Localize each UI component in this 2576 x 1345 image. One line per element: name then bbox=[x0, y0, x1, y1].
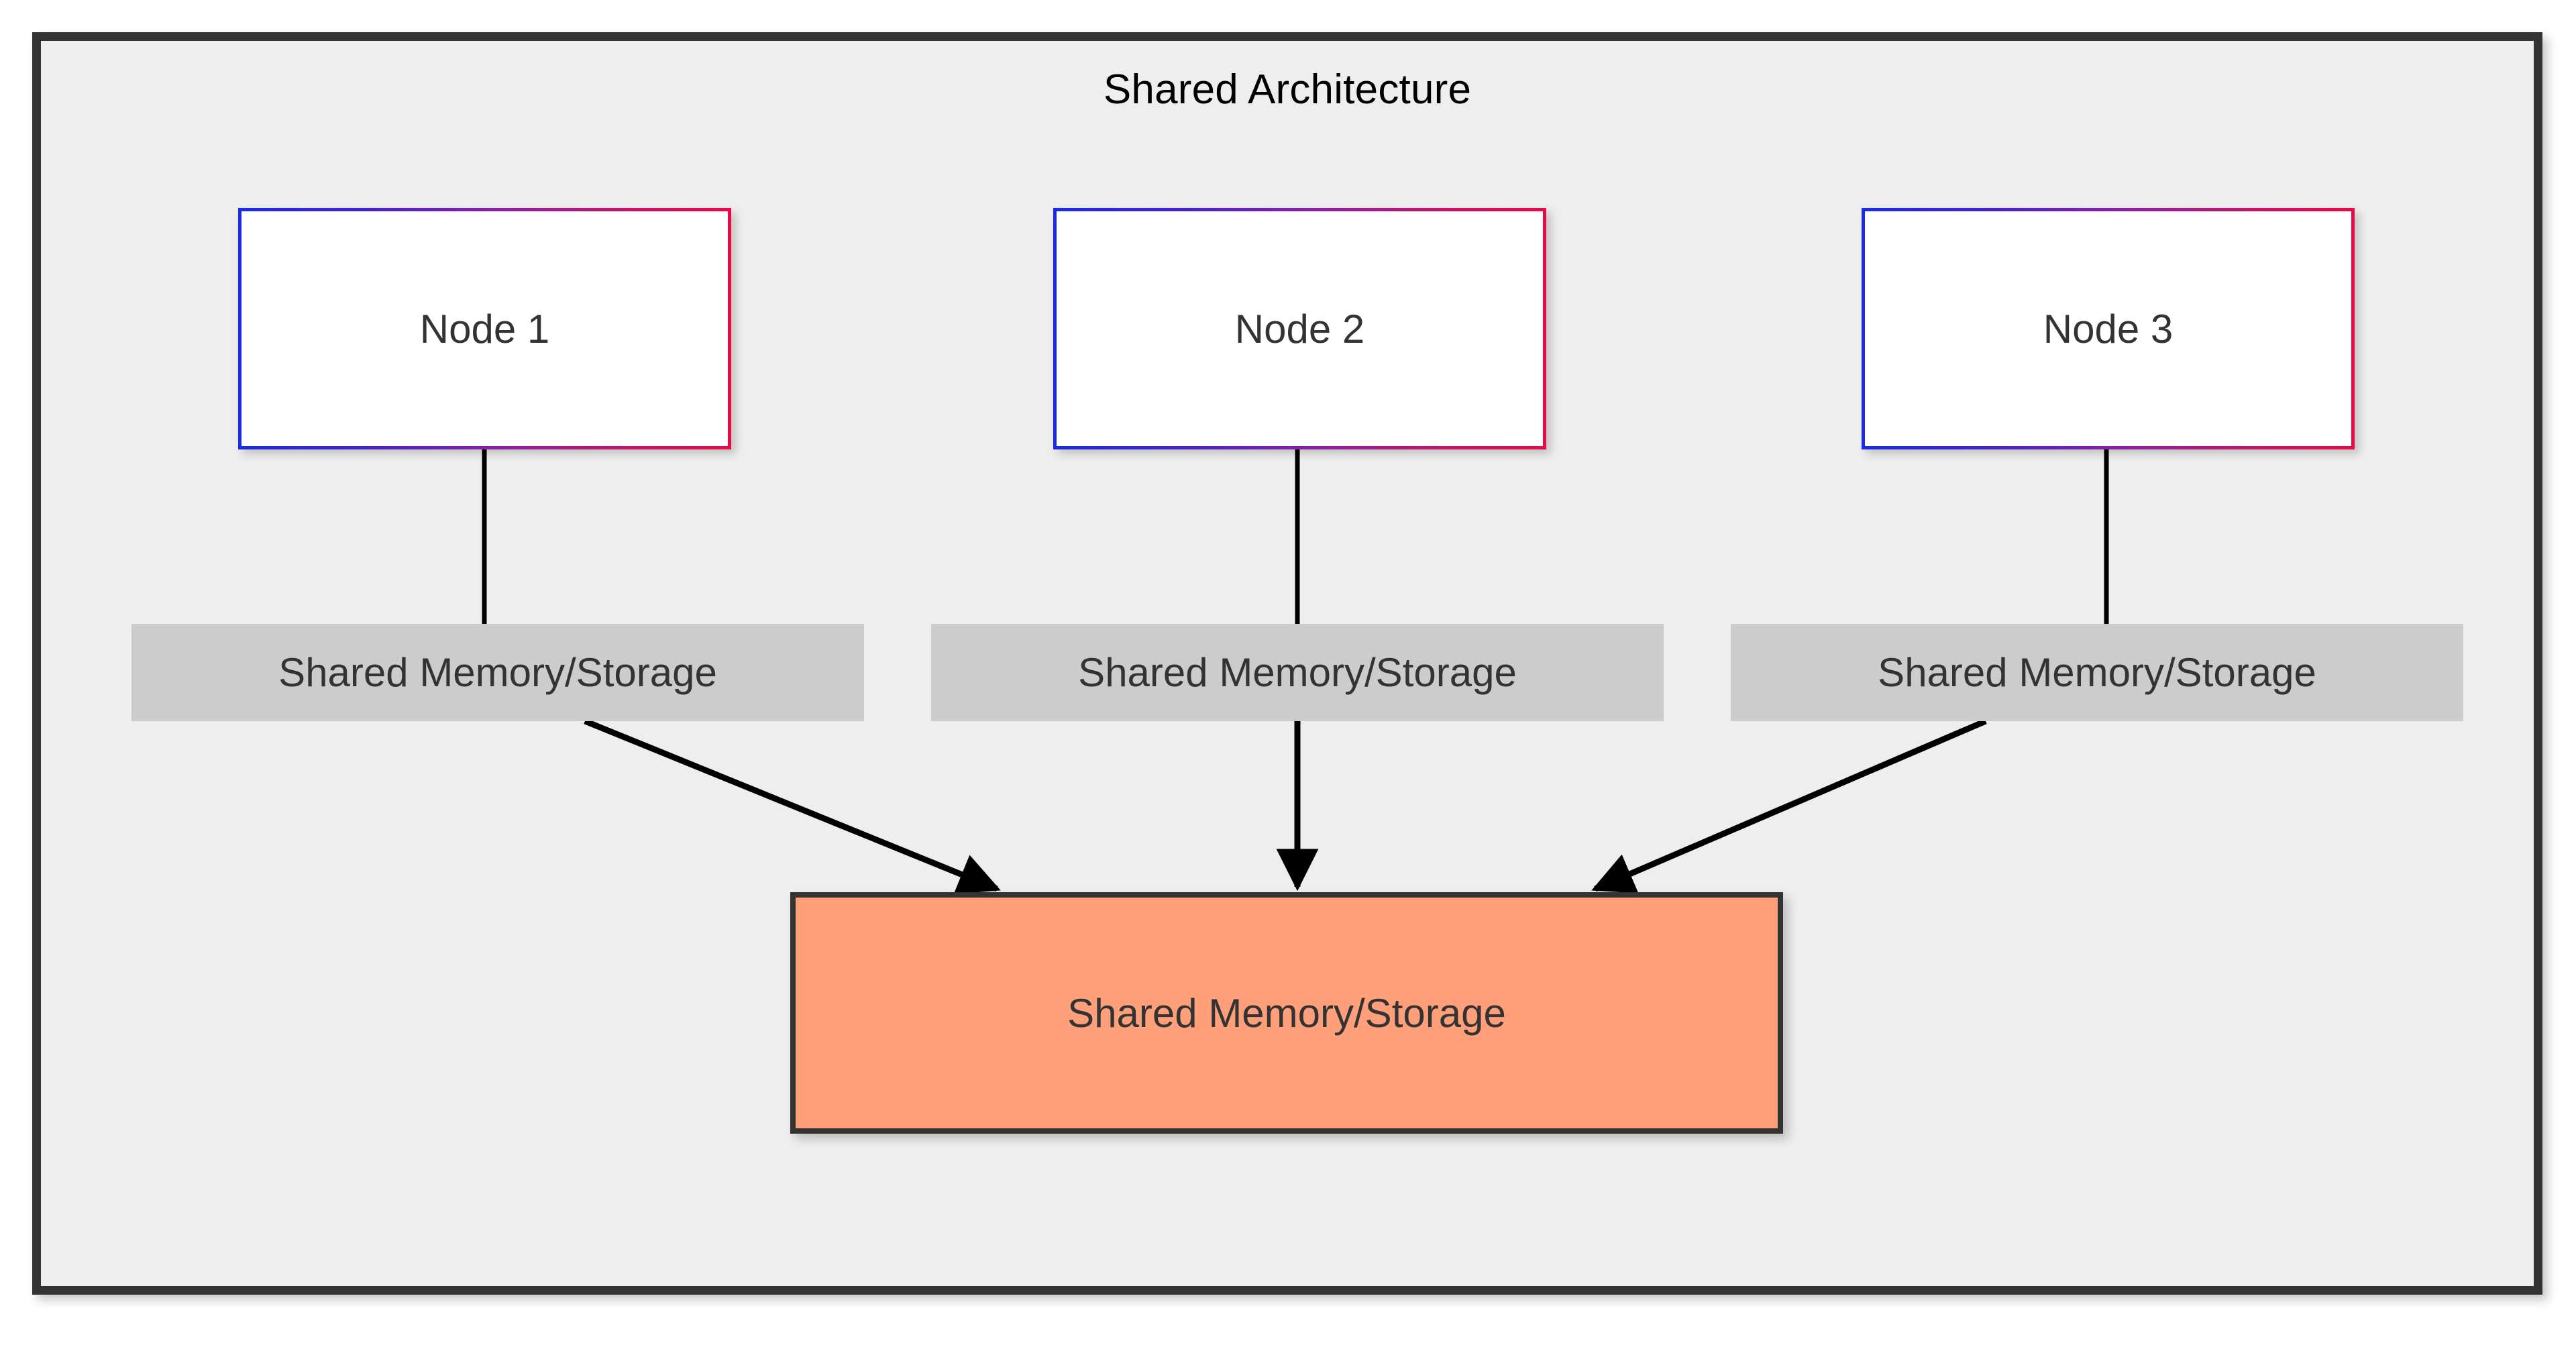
cluster-title: Shared Architecture bbox=[1103, 66, 1472, 113]
node-box-node-2[interactable]: Node 2 bbox=[1053, 208, 1546, 449]
node-box-node-1[interactable]: Node 1 bbox=[238, 208, 731, 449]
edge-label-3: Shared Memory/Storage bbox=[1731, 624, 2463, 721]
edge-label-1: Shared Memory/Storage bbox=[131, 624, 864, 721]
node-label: Node 1 bbox=[419, 306, 550, 352]
edge-label-2: Shared Memory/Storage bbox=[931, 624, 1664, 721]
storage-label: Shared Memory/Storage bbox=[1067, 990, 1506, 1036]
node-label: Node 2 bbox=[1234, 306, 1365, 352]
node-box-node-3[interactable]: Node 3 bbox=[1862, 208, 2355, 449]
node-label: Node 3 bbox=[2043, 306, 2174, 352]
node-box-shared-storage[interactable]: Shared Memory/Storage bbox=[790, 892, 1783, 1134]
